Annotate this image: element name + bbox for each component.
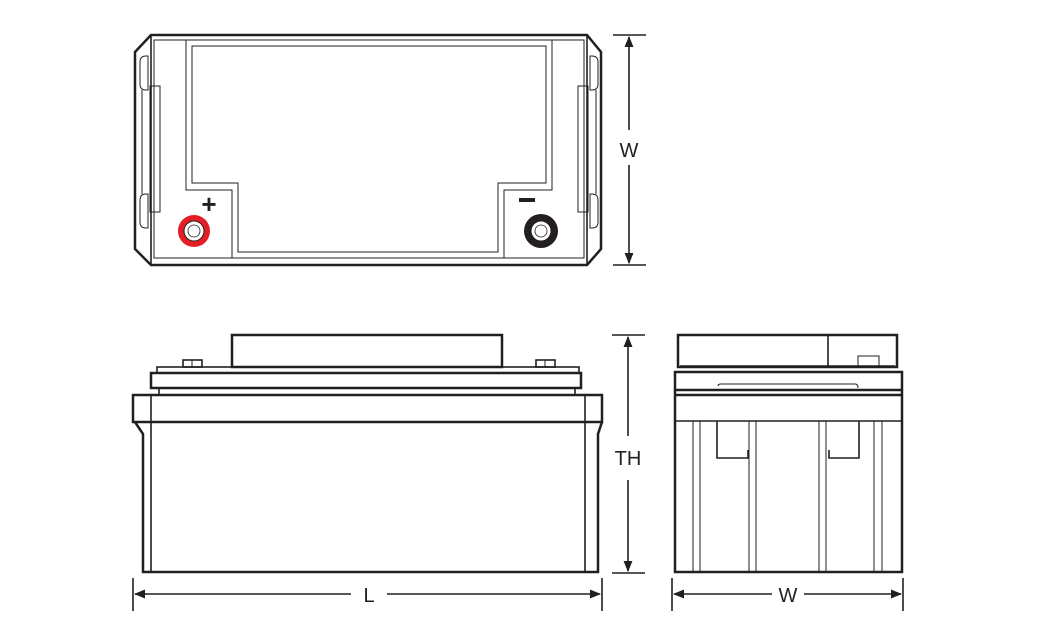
dimension-w-label: W — [620, 140, 639, 162]
dimension-l-label: L — [363, 585, 374, 607]
dimension-w-side-label: W — [779, 585, 798, 607]
dimension-w-side: W — [671, 578, 904, 611]
dimension-l: L — [132, 578, 603, 611]
negative-terminal — [519, 198, 558, 248]
dimension-th: TH — [612, 334, 645, 574]
side-view: W — [671, 333, 904, 611]
negative-symbol — [519, 198, 535, 202]
positive-symbol: + — [201, 189, 216, 219]
front-view: TH L — [131, 333, 645, 611]
positive-terminal: + — [178, 189, 217, 247]
top-view: + W — [133, 33, 646, 267]
dimension-w-top: W — [613, 34, 646, 266]
dimension-th-label: TH — [615, 448, 642, 470]
